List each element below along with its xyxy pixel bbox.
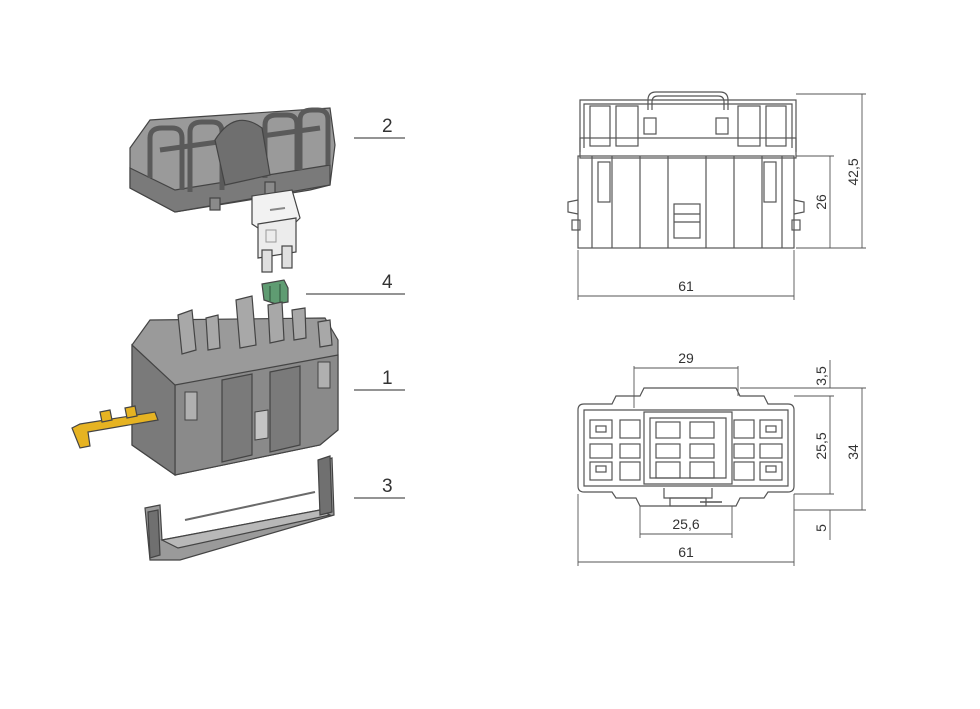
top-view: 29 3,5 25,5 34 5 25,6 61 [577,350,866,566]
dim-top-width-top: 29 [678,350,694,366]
clip-part [261,279,289,305]
callout-1: 1 [382,368,393,389]
dim-top-height-inner: 25,5 [813,432,829,459]
exploded-assembly: 2 4 1 3 [71,107,405,561]
housing-part [131,295,339,477]
dim-top-width-bottom-inner: 25,6 [672,516,699,532]
base-frame-part [144,455,335,561]
side-view: 42,5 26 61 [567,91,866,300]
callout-4: 4 [382,272,393,293]
dim-side-height-body: 26 [813,194,829,210]
callout-3: 3 [382,476,393,497]
dim-side-width: 61 [678,278,694,294]
dim-top-height-bottom-gap: 5 [813,524,829,532]
dim-top-height-total: 34 [845,444,861,460]
dim-side-height-total: 42,5 [845,158,861,185]
dim-top-height-gap: 3,5 [813,366,829,386]
callout-2: 2 [382,116,393,137]
cover-part [129,107,336,213]
locking-lever [71,405,159,449]
blade-fuse [251,189,301,273]
dim-top-width: 61 [678,544,694,560]
